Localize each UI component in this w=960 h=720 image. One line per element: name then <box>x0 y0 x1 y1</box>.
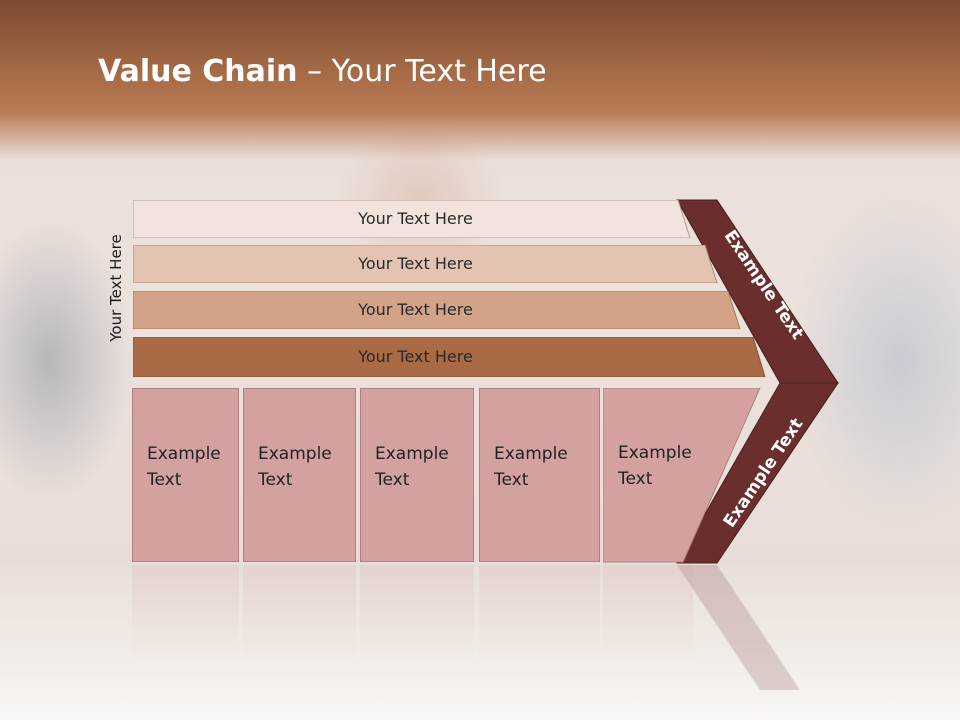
column-3-line1: Example <box>375 444 449 464</box>
column-5-line1: Example <box>618 443 692 463</box>
chevron-lower <box>676 382 839 564</box>
column-3-reflection <box>360 565 474 685</box>
column-4-reflection <box>479 565 600 685</box>
column-2-line2: Text <box>258 470 293 490</box>
title-rest: – Your Text Here <box>297 54 547 89</box>
row-4-shape <box>133 337 766 377</box>
column-5-shape <box>603 388 761 563</box>
row-4-label: Your Text Here <box>358 347 473 366</box>
row-3: Your Text Here <box>133 291 743 329</box>
column-4-line1: Example <box>494 444 568 464</box>
row-4: Your Text Here <box>133 337 768 377</box>
title-bold: Value Chain <box>98 54 298 89</box>
column-2-line1: Example <box>258 444 332 464</box>
column-4-line2: Text <box>494 470 529 490</box>
row-1: Your Text Here <box>133 200 693 238</box>
column-1-line1: Example <box>147 444 221 464</box>
column-5-reflection <box>603 565 693 685</box>
column-2-reflection <box>243 565 356 685</box>
row-2: Your Text Here <box>133 245 718 283</box>
row-3-label: Your Text Here <box>358 300 473 319</box>
title-band <box>0 0 960 160</box>
chevron-reflection <box>677 565 800 690</box>
slide-title: Value Chain – Your Text Here <box>98 54 547 89</box>
column-1-reflection <box>132 565 239 685</box>
row-3-shape <box>133 291 741 329</box>
column-3-line2: Text <box>375 470 410 490</box>
column-1-line2: Text <box>147 470 182 490</box>
row-2-shape <box>133 245 718 283</box>
row-2-label: Your Text Here <box>358 254 473 273</box>
row-1-shape <box>133 200 691 238</box>
background-fade <box>0 560 960 720</box>
column-5-line2: Text <box>618 469 653 489</box>
row-1-label: Your Text Here <box>358 209 473 228</box>
